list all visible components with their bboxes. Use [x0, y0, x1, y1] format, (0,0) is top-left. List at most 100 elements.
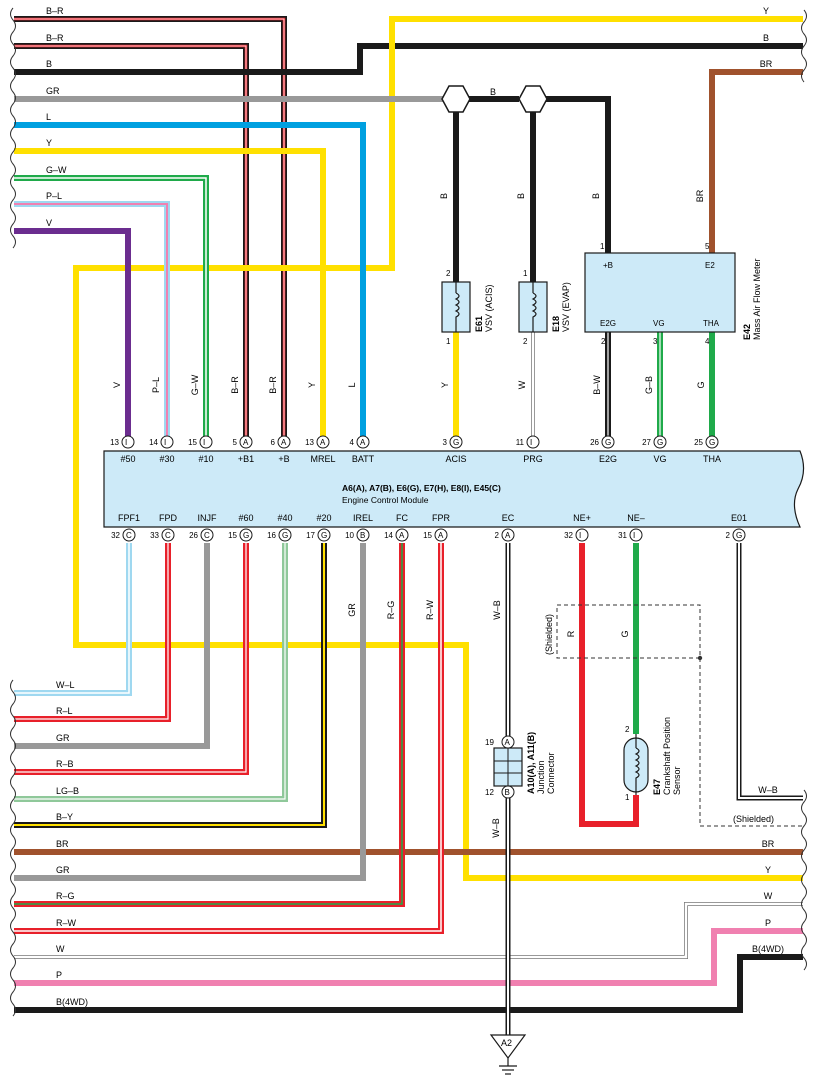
left-bottom-wire-label: GR [56, 865, 70, 875]
svg-text:E42: E42 [742, 324, 752, 340]
splice-points [441, 85, 548, 113]
ecm-top-pin-conn: I [164, 438, 166, 447]
svg-text:Connector: Connector [546, 752, 556, 794]
ecm-top-wire-label: G [696, 381, 706, 388]
ecm-top-pin-num: 27 [642, 438, 651, 447]
ecm-top-pin-label: BATT [352, 454, 375, 464]
vsv-evap-feed-label: B [516, 193, 526, 199]
ecm-top-pin-num: 5 [233, 438, 238, 447]
right-bottom-wire-label: W–B [758, 785, 778, 795]
svg-text:VSV (EVAP): VSV (EVAP) [561, 282, 571, 332]
ecm-top-wire-label: V [112, 382, 122, 388]
ecm-top-wire-label: G–W [190, 374, 200, 395]
ecm-bottom-pin-label: FPD [159, 513, 178, 523]
vsv-acis-pin-top: 2 [446, 269, 451, 278]
wire-l [14, 122, 366, 445]
ecm-top-wire-label: P–L [151, 377, 161, 393]
ckp-label: E47 Crankshaft Position Sensor [652, 717, 682, 795]
ecm-bottom-pin-num: 15 [228, 531, 237, 540]
svg-text:Mass Air Flow Meter: Mass Air Flow Meter [752, 258, 762, 340]
ecm-bottom-pin-conn: A [399, 531, 405, 540]
ecm-bottom-pin-num: 15 [423, 531, 432, 540]
left-bottom-wire-label: B(4WD) [56, 997, 88, 1007]
ecm-top-pin-circle [449, 435, 463, 449]
right-bottom-wire-label: BR [762, 839, 775, 849]
right-bottom-wire-label: B(4WD) [752, 944, 784, 954]
ecm-top-pin-circle [526, 435, 540, 449]
ecm-top-pin-label: +B [278, 454, 289, 464]
ecm-top-pin-num: 25 [694, 438, 703, 447]
ecm-bottom-pin-label: INJF [198, 513, 218, 523]
ecm-bottom-pin-circle [732, 528, 746, 542]
ecm-bottom-pin-circle [434, 528, 448, 542]
splice-2 [518, 85, 548, 113]
ecm-bottom-wire-label: G [620, 630, 630, 637]
ecm-bottom-pin-conn: C [204, 531, 210, 540]
right-top-wire-label: Y [763, 6, 769, 16]
ecm-top-pin-circle [705, 435, 719, 449]
ecm-top-pin-label: PRG [523, 454, 543, 464]
ecm-top-pin-circle [601, 435, 615, 449]
maf-b-feed-label: B [591, 193, 601, 199]
maf-title: E42 Mass Air Flow Meter [742, 258, 762, 340]
ecm-top-pin-label: +B1 [238, 454, 254, 464]
ecm-top-pin-label: MREL [310, 454, 335, 464]
left-top-wire-label: P–L [46, 191, 62, 201]
ecm-top-pin-num: 13 [110, 438, 119, 447]
ecm-top-pin-conn: I [530, 438, 532, 447]
left-top-wire-label: Y [46, 138, 52, 148]
maf-meter [584, 252, 736, 333]
ecm-top-wire-label: B–R [268, 376, 278, 394]
ecm-top-wire-label: B–W [592, 375, 602, 395]
ecm-top-pin-conn: A [243, 438, 249, 447]
ecm-bottom-pin-circle [575, 528, 589, 542]
ecm-bottom-pin-label: FPF1 [118, 513, 140, 523]
wire-b-top [14, 43, 803, 75]
splice-1 [441, 85, 471, 113]
svg-text:Sensor: Sensor [672, 766, 682, 795]
ecm-top-pin-num: 4 [350, 438, 355, 447]
ecm-bottom-pin-label: E01 [731, 513, 747, 523]
ecm-bottom-pins: FPF1C32FPDC33INJFC26#60G15#40G16#20G17IR… [111, 513, 747, 638]
ecm-bottom-pin-circle [278, 528, 292, 542]
left-top-wire-label: GR [46, 86, 60, 96]
left-bottom-wire-label: R–W [56, 918, 77, 928]
right-top-wire-label: B [763, 33, 769, 43]
ecm-top-pin-num: 26 [590, 438, 599, 447]
ecm-bottom-pin-circle [239, 528, 253, 542]
lower-wires [14, 543, 803, 1035]
left-bottom-wire-label: R–G [56, 891, 75, 901]
ecm-bottom-pin-conn: C [165, 531, 171, 540]
left-bottom-wire-label: R–B [56, 759, 74, 769]
ecm-bottom-pin-circle [317, 528, 331, 542]
ecm-top-pin-circle [239, 435, 253, 449]
ecm-bottom-pin-num: 10 [345, 531, 354, 540]
ecm-bottom-pin-conn: C [126, 531, 132, 540]
ecm-bottom-wire-label: R–G [386, 601, 396, 620]
ecm-bottom-pin-num: 32 [564, 531, 573, 540]
left-bottom-wire-label: BR [56, 839, 69, 849]
ecm-top-pin-label: THA [703, 454, 721, 464]
ecm-top-pin-num: 6 [271, 438, 276, 447]
ecm-bottom-pin-label: #20 [316, 513, 331, 523]
ecm-top-pin-circle [121, 435, 135, 449]
crankshaft-sensor [623, 734, 649, 795]
ecm-bottom-pin-conn: B [360, 531, 365, 540]
ecm-top-pin-circle [316, 435, 330, 449]
ecm-top-wire-label: B–R [230, 376, 240, 394]
ecm-bottom-pin-circle [200, 528, 214, 542]
ecm-top-pin-label: #50 [120, 454, 135, 464]
ecm-bottom-pin-label: NE– [627, 513, 645, 523]
svg-text:VSV (ACIS): VSV (ACIS) [484, 284, 494, 332]
maf-label-e2: E2 [705, 261, 715, 270]
junction-ground-wire-label: W–B [491, 818, 501, 838]
svg-text:Junction: Junction [536, 760, 546, 794]
right-break-marks [801, 9, 807, 971]
vsv-evap-label: E18 VSV (EVAP) [551, 282, 571, 332]
maf-label-e2g: E2G [600, 319, 616, 328]
ecm-bottom-pin-conn: A [438, 531, 444, 540]
ecm-top-wire-label: L [347, 382, 357, 387]
ecm-bottom-pin-circle [501, 528, 515, 542]
ecm-top-pins: I13#50VI14#30P–LI15#10G–WA5+B1B–RA6+BB–R… [110, 374, 721, 464]
